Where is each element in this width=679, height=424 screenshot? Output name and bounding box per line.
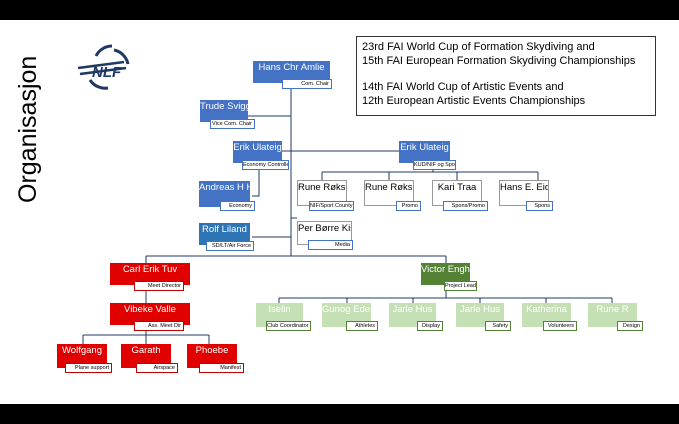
- event-line-4: 12th European Artistic Events Championsh…: [362, 95, 586, 107]
- node-role: Ass. Meet Dir: [134, 321, 184, 331]
- node-name: Rolf Liland: [202, 224, 247, 235]
- node-role: Economy Controller: [242, 160, 289, 170]
- node-name: Kari Traa: [437, 182, 477, 193]
- node-role: Manifest: [199, 363, 244, 373]
- node-vice-chair: Trude Sviggum: [200, 100, 248, 122]
- node-spons: Hans E. Eide: [499, 180, 549, 206]
- node-name: Jarle Hus: [459, 304, 501, 315]
- node-name: Rune Røksund: [365, 182, 413, 193]
- node-role: Airspace: [136, 363, 178, 373]
- node-role: Media: [308, 240, 353, 250]
- node-name: Hans E. Eide: [500, 182, 548, 193]
- node-name: Iselin: [268, 304, 291, 315]
- node-name: Wolfgang: [62, 345, 102, 356]
- node-role: SD/LT/Air Force: [206, 241, 254, 251]
- event-line-2: 15th FAI European Formation Skydiving Ch…: [362, 55, 636, 67]
- node-role: Promo: [396, 201, 421, 211]
- node-economy-controller: Erik Ulateig: [233, 141, 282, 163]
- node-name: Erik Ulateig: [400, 142, 449, 153]
- node-name: Erik Ulateig: [233, 142, 282, 153]
- node-role: Spons/Promo: [443, 201, 488, 211]
- node-role: NIF/Sport County: [309, 201, 354, 211]
- node-role: Design: [617, 321, 643, 331]
- logo-text: NLF: [92, 64, 122, 81]
- node-role: Project Lead: [444, 281, 477, 291]
- node-role: Spons: [526, 201, 553, 211]
- slide: Organisasjon NLF: [0, 20, 679, 404]
- node-role: Athletes: [346, 321, 378, 331]
- node-name: Andreas H Hemli: [199, 182, 250, 193]
- node-role: Vice Com. Chair: [210, 119, 255, 129]
- nlf-wings-logo: NLF: [77, 44, 130, 90]
- node-name: Garath: [131, 345, 161, 356]
- node-name: Trude Sviggum: [200, 101, 248, 112]
- node-name: Katherina: [526, 304, 567, 315]
- node-project-lead: Victor Engholme: [421, 263, 470, 285]
- node-role: Com. Chair: [282, 79, 332, 89]
- node-ass-meet-dir: Vibeke Valle: [110, 303, 190, 325]
- node-chair: Hans Chr Amlie: [253, 61, 330, 83]
- node-name: Victor Engholme: [421, 264, 470, 275]
- node-name: Rune Røksund: [298, 182, 346, 193]
- node-role: Plane support: [65, 363, 112, 373]
- node-role: Meet Director: [134, 281, 184, 291]
- node-kud: Erik Ulateig: [399, 141, 450, 163]
- event-line-1: 23rd FAI World Cup of Formation Skydivin…: [362, 41, 595, 53]
- node-name: Rune R: [596, 304, 629, 315]
- node-role: Economy: [220, 201, 255, 211]
- node-name: Vibeke Valle: [124, 304, 176, 315]
- node-name: Hans Chr Amlie: [258, 62, 325, 73]
- node-role: Club Coordinator: [266, 321, 311, 331]
- node-airforce: Rolf Liland: [199, 223, 250, 245]
- node-role: KUD/NIF og Spons: [413, 160, 456, 170]
- event-line-3: 14th FAI World Cup of Artistic Events an…: [362, 81, 564, 93]
- node-name: Gunog Ederen: [322, 304, 371, 315]
- node-design: Rune R: [588, 303, 637, 327]
- node-media: Per Børre Kiserud: [297, 221, 352, 245]
- node-name: Phoebe: [195, 345, 229, 356]
- node-role: Volunteers: [543, 321, 577, 331]
- event-info-box: 23rd FAI World Cup of Formation Skydivin…: [356, 36, 656, 116]
- node-role: Safety: [485, 321, 511, 331]
- node-name: Carl Erik Tuv: [122, 264, 178, 275]
- node-name: Jarle Hus: [392, 304, 433, 315]
- node-role: Display: [417, 321, 443, 331]
- node-meet-director: Carl Erik Tuv: [110, 263, 190, 285]
- node-name: Per Børre Kiserud: [298, 223, 351, 234]
